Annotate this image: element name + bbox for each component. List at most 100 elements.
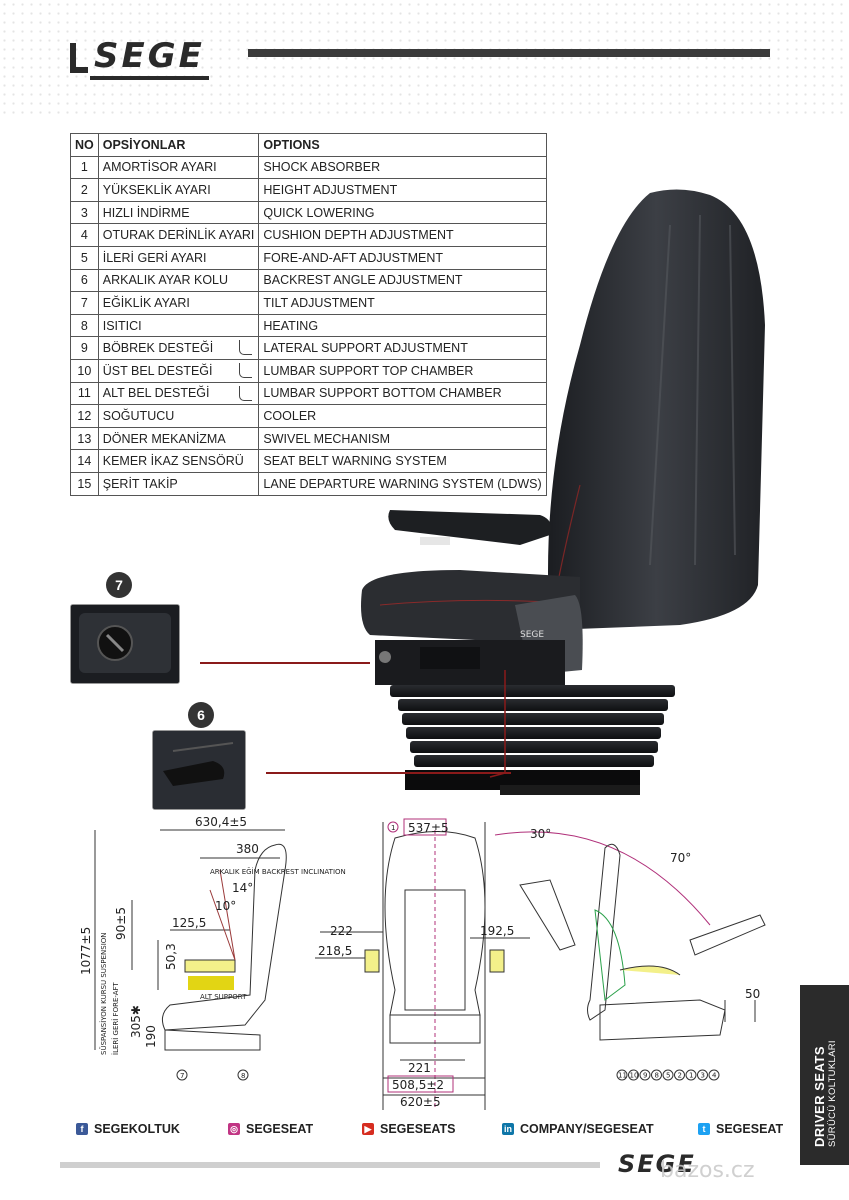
marker-circle xyxy=(685,1069,697,1081)
armrest xyxy=(388,510,552,545)
detail-badge-6: 6 xyxy=(188,702,214,728)
row-no: 7 xyxy=(70,291,99,315)
row-en: SEAT BELT WARNING SYSTEM xyxy=(258,449,547,473)
backrest-lever-detail xyxy=(152,730,246,810)
marker-circle xyxy=(697,1069,708,1081)
row-en: LUMBAR SUPPORT BOTTOM CHAMBER xyxy=(258,381,547,406)
detail-badge-7: 7 xyxy=(106,572,132,598)
row-no: 8 xyxy=(70,313,99,338)
marker-circle xyxy=(639,1069,651,1081)
side-view-markers: 7 8 xyxy=(176,1069,249,1081)
callout-line-7 xyxy=(200,662,370,664)
social-instagram[interactable]: ◎ SEGESEAT xyxy=(228,1122,313,1136)
row-no: 10 xyxy=(70,358,99,383)
row-tr: YÜKSEKLİK AYARI xyxy=(97,178,260,202)
dim-630: 630,4±5 xyxy=(195,815,247,829)
lumbar-seat-icon xyxy=(239,340,253,356)
row-no: 6 xyxy=(70,268,99,293)
dim-50-3: 50,3 xyxy=(164,943,178,970)
label-suspension: SÜSPANSİYON KURSU SUSPENSION xyxy=(99,932,108,1055)
row-en: COOLER xyxy=(258,404,547,428)
row-en: BACKREST ANGLE ADJUSTMENT xyxy=(258,268,547,293)
seat-image: SEGE xyxy=(361,189,765,795)
dim-90: 90±5 xyxy=(114,907,128,940)
header-en: OPTIONS xyxy=(258,133,547,157)
brand-logo: SEGE xyxy=(70,36,209,80)
social-twitter[interactable]: t SEGESEAT xyxy=(698,1122,783,1136)
marker-circle xyxy=(628,1069,639,1081)
callout-line-6 xyxy=(266,772,511,774)
row-no: 9 xyxy=(70,336,99,360)
dim-50: 50 xyxy=(745,987,760,1001)
row-tr: SOĞUTUCU xyxy=(97,404,260,428)
marker-circle xyxy=(708,1069,720,1081)
row-no: 3 xyxy=(70,200,99,225)
marker-label: 11 xyxy=(618,1072,627,1080)
side-tab-title: DRIVER SEATS xyxy=(811,1045,827,1147)
row-no: 12 xyxy=(70,404,99,428)
lumbar-seat-icon xyxy=(239,385,253,401)
footer-bar xyxy=(60,1162,600,1168)
dim-192: 192,5 xyxy=(480,924,514,938)
row-no: 14 xyxy=(70,449,99,473)
row-en: SWIVEL MECHANISM xyxy=(258,426,547,451)
dim-14: 14° xyxy=(232,881,253,895)
label-backrest-inclination: ARKALIK EĞİM BACKREST INCLINATION xyxy=(210,867,346,876)
suspension-bellows xyxy=(390,685,675,767)
marker-circle xyxy=(674,1069,685,1081)
row-en: LANE DEPARTURE WARNING SYSTEM (LDWS) xyxy=(258,471,547,496)
dot-pattern xyxy=(0,0,849,120)
row-no: 5 xyxy=(70,245,99,270)
social-facebook[interactable]: f SEGEKOLTUK xyxy=(76,1122,180,1136)
lumbar-seat-icon xyxy=(239,362,253,378)
facebook-icon: f xyxy=(76,1123,88,1135)
row-tr: AMORTİSOR AYARI xyxy=(97,155,260,180)
tilt-knob-detail xyxy=(70,604,180,684)
dim-620: 620±5 xyxy=(400,1095,441,1109)
dim-1077: 1077±5 xyxy=(79,927,93,975)
dim-125: 125,5 xyxy=(172,916,206,930)
row-en: QUICK LOWERING xyxy=(258,200,547,225)
dim-70: 70° xyxy=(670,851,691,865)
twitter-icon: t xyxy=(698,1123,710,1135)
dim-218: 218,5 xyxy=(318,944,352,958)
watermark: bazos.cz xyxy=(660,1158,755,1183)
youtube-icon: ▶ xyxy=(362,1123,374,1135)
dim-537: 537±5 xyxy=(408,821,449,835)
marker-label: 5 xyxy=(666,1072,670,1080)
dim-30: 30° xyxy=(530,827,551,841)
row-no: 1 xyxy=(70,155,99,180)
marker-label: 4 xyxy=(712,1072,717,1080)
marker-label: 3 xyxy=(701,1072,705,1080)
svg-text:7: 7 xyxy=(180,1072,184,1080)
marker-label: 9 xyxy=(643,1072,647,1080)
marker-label: 2 xyxy=(678,1072,682,1080)
row-tr: HIZLI İNDİRME xyxy=(97,200,260,225)
row-tr: DÖNER MEKANİZMA xyxy=(97,426,260,451)
row-tr: ARKALIK AYAR KOLU xyxy=(97,268,260,293)
header-tr: OPSİYONLAR xyxy=(97,133,260,157)
row-tr: ŞERİT TAKİP xyxy=(97,471,260,496)
row-tr: ALT BEL DESTEĞİ xyxy=(97,381,260,406)
row-tr: BÖBREK DESTEĞİ xyxy=(97,336,260,360)
social-youtube[interactable]: ▶ SEGESEATS xyxy=(362,1122,455,1136)
dim-221: 221 xyxy=(408,1061,431,1075)
footer-logo: SEGE xyxy=(618,1150,696,1178)
social-linkedin[interactable]: in COMPANY/SEGESEAT xyxy=(502,1122,654,1136)
row-tr: EĞİKLİK AYARI xyxy=(97,291,260,315)
marker-label: 8 xyxy=(655,1072,659,1080)
marker-label: 10 xyxy=(630,1072,639,1080)
row-tr: KEMER İKAZ SENSÖRÜ xyxy=(97,449,260,473)
row-en: HEIGHT ADJUSTMENT xyxy=(258,178,547,202)
row-no: 4 xyxy=(70,223,99,247)
marker-circle xyxy=(651,1069,662,1081)
